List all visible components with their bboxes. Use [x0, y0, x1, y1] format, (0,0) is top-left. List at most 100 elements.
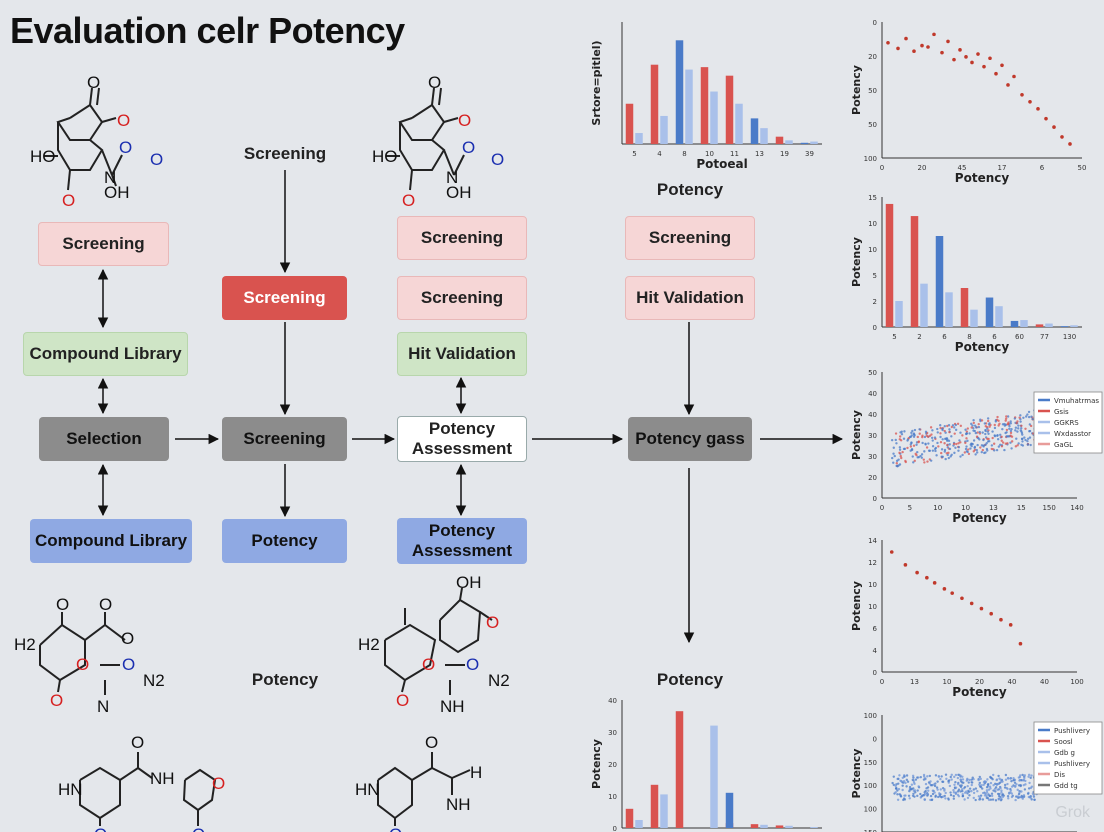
- point: [983, 794, 987, 797]
- y-tick-label: 40: [868, 411, 877, 419]
- point: [996, 434, 999, 437]
- point: [1006, 782, 1009, 786]
- bar: [800, 142, 809, 144]
- x-tick-label: 17: [998, 164, 1007, 172]
- point: [911, 778, 914, 782]
- point: [959, 441, 962, 444]
- point: [974, 453, 977, 456]
- m3-o5: O: [122, 655, 135, 674]
- point: [972, 788, 975, 791]
- point: [918, 428, 921, 431]
- point: [918, 432, 921, 435]
- bar: [650, 64, 659, 144]
- point: [965, 432, 968, 435]
- point: [974, 787, 978, 790]
- c3-potency-assessment-box[interactable]: Potency Assessment: [397, 416, 527, 462]
- point: [950, 435, 953, 438]
- bar: [760, 824, 768, 828]
- molecule-2: [386, 87, 465, 191]
- point: [1017, 793, 1021, 796]
- point: [914, 791, 917, 794]
- y-tick-label: 100: [864, 782, 877, 790]
- x-tick-label: 40: [1008, 678, 1017, 686]
- point: [959, 785, 963, 789]
- c2-screening-gray-box[interactable]: Screening: [222, 417, 347, 461]
- point: [931, 449, 935, 452]
- c3-hit-validation-box[interactable]: Hit Validation: [397, 332, 527, 376]
- point: [1007, 792, 1011, 795]
- y-tick-label: 100: [864, 806, 877, 814]
- point: [1009, 420, 1012, 423]
- legend-box: [1033, 721, 1103, 795]
- point: [982, 64, 986, 69]
- c3-screening-box-1[interactable]: Screening: [397, 216, 527, 260]
- point: [913, 459, 916, 463]
- m1-ho: HO: [30, 147, 56, 166]
- bar: [700, 67, 709, 144]
- c3-screening-box-2[interactable]: Screening: [397, 276, 527, 320]
- c2-potency-box[interactable]: Potency: [222, 519, 347, 563]
- c4-potency-gass-box[interactable]: Potency gass: [628, 417, 752, 461]
- point: [900, 430, 903, 433]
- point: [971, 424, 974, 427]
- point: [924, 442, 927, 446]
- point: [936, 788, 939, 791]
- y-tick-label: 30: [868, 432, 877, 440]
- c2-screening-red-box[interactable]: Screening: [222, 276, 347, 320]
- point: [978, 438, 981, 441]
- m2-ho: HO: [372, 147, 398, 166]
- c4-screening-box[interactable]: Screening: [625, 216, 755, 260]
- point: [934, 774, 938, 777]
- x-tick-label: 10: [961, 504, 970, 512]
- point: [1015, 437, 1018, 440]
- point: [993, 423, 996, 427]
- point: [921, 435, 924, 439]
- point: [986, 430, 989, 433]
- point: [985, 786, 989, 789]
- watermark: Grok: [1055, 804, 1090, 821]
- point: [916, 450, 919, 454]
- point: [1052, 125, 1056, 129]
- point: [959, 455, 962, 458]
- point: [996, 792, 1000, 796]
- m3-o3: O: [121, 629, 134, 648]
- y-axis-label: Potency: [850, 65, 863, 115]
- point: [947, 456, 951, 460]
- point: [894, 432, 898, 435]
- c3-potency-assessment-box-2[interactable]: Potency Assessment: [397, 518, 527, 564]
- point: [1032, 795, 1036, 798]
- y-axis-label: Potency: [850, 410, 863, 460]
- point: [946, 444, 949, 447]
- c1-compound-library-box-2[interactable]: Compound Library: [30, 519, 192, 563]
- point: [992, 773, 995, 777]
- point: [947, 439, 951, 443]
- point: [988, 425, 991, 428]
- y-tick-label: 10: [868, 220, 877, 228]
- x-axis-label: Potency: [955, 171, 1010, 185]
- point: [919, 775, 922, 779]
- point: [928, 449, 932, 452]
- c1-selection-box[interactable]: Selection: [39, 417, 169, 461]
- point: [892, 446, 895, 449]
- point: [981, 791, 985, 795]
- point: [931, 445, 935, 448]
- c1-screening-box[interactable]: Screening: [38, 222, 169, 266]
- point: [970, 442, 973, 446]
- point: [898, 774, 901, 777]
- bar: [1070, 325, 1078, 327]
- point: [1030, 774, 1033, 777]
- x-tick-label: 39: [805, 150, 814, 158]
- point: [989, 781, 993, 785]
- m1-o-bottom: O: [62, 191, 75, 210]
- point: [965, 437, 968, 440]
- point: [1027, 410, 1031, 414]
- point: [987, 788, 991, 791]
- c1-compound-library-box[interactable]: Compound Library: [23, 332, 188, 376]
- point: [1026, 792, 1030, 795]
- point: [966, 796, 970, 800]
- x-tick-label: 13: [755, 150, 764, 158]
- point: [977, 425, 981, 429]
- point: [977, 795, 981, 798]
- c4-hit-validation-box[interactable]: Hit Validation: [625, 276, 755, 320]
- point: [950, 778, 953, 781]
